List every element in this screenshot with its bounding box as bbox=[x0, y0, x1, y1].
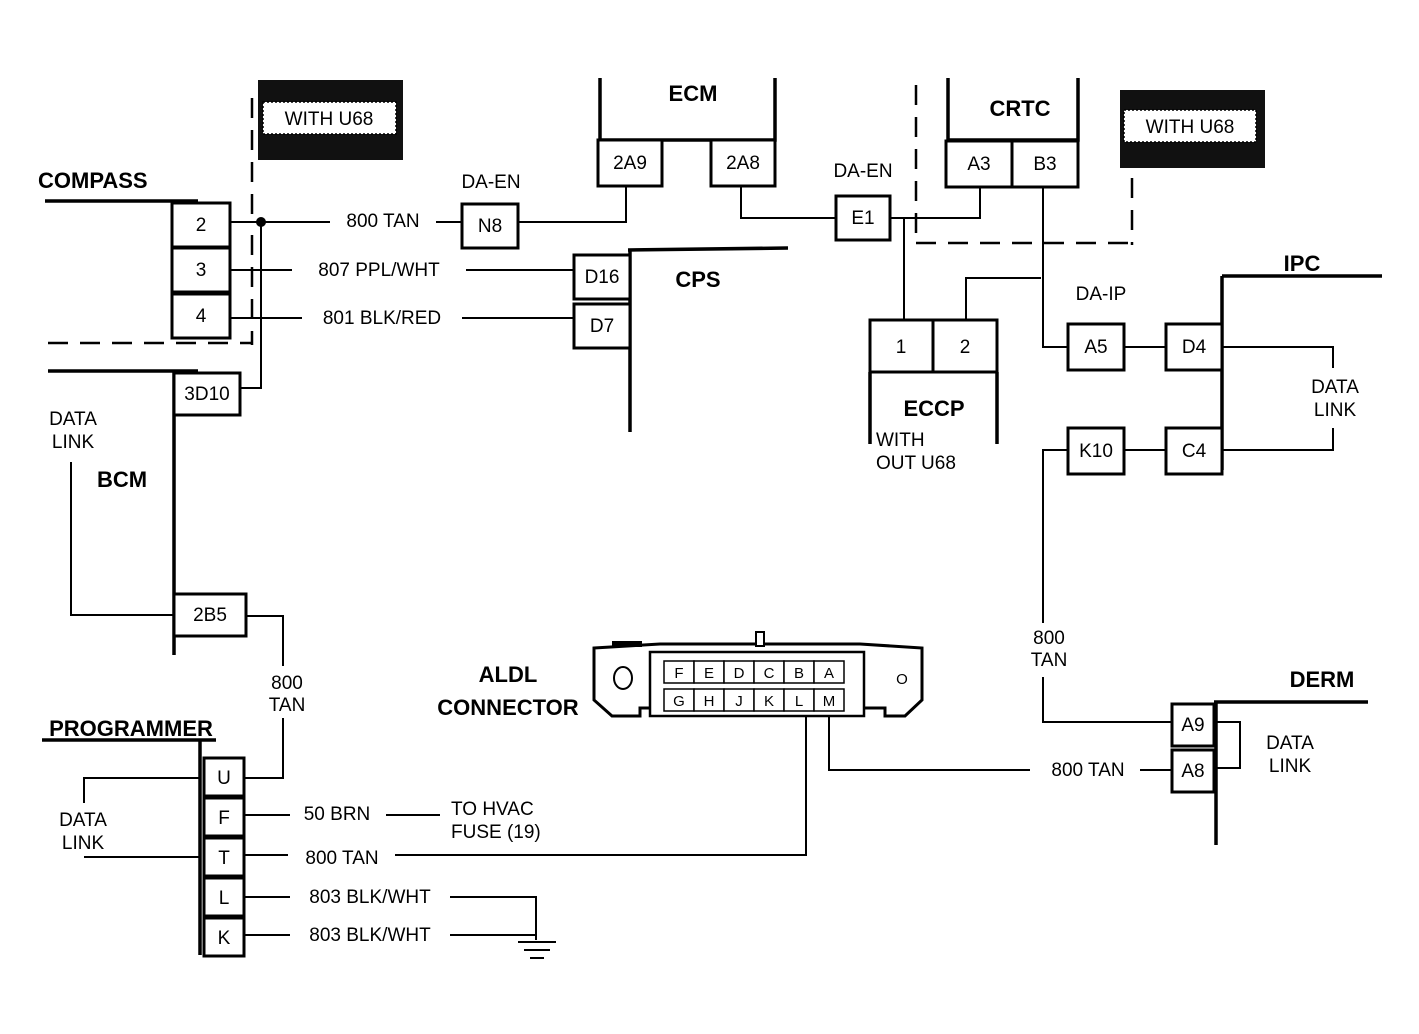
aldl-pin-label: H bbox=[704, 693, 715, 710]
data-link-bcm-2: LINK bbox=[52, 432, 95, 453]
wire-label-50-brn: 50 BRN bbox=[304, 804, 371, 825]
aldl-pin-label: D bbox=[734, 665, 745, 682]
pin-crtc-b3: B3 bbox=[1033, 154, 1056, 175]
data-link-prog-2: LINK bbox=[62, 833, 105, 854]
aldl-pin-grid: F E D C B A G H J K L M bbox=[663, 660, 845, 712]
data-link-derm-2: LINK bbox=[1269, 756, 1312, 777]
aldl-side-label: O bbox=[896, 671, 908, 688]
pin-ecm-2a8: 2A8 bbox=[726, 153, 760, 174]
eccp-note-1: WITH bbox=[876, 430, 925, 451]
module-ipc: IPC bbox=[1284, 251, 1321, 276]
pin-cps-d16: D16 bbox=[585, 267, 620, 288]
pin-cps-d7: D7 bbox=[590, 316, 614, 337]
pin-derm-a9: A9 bbox=[1181, 715, 1204, 736]
aldl-pin-label: B bbox=[794, 665, 804, 682]
pin-ecm-2a9: 2A9 bbox=[613, 153, 647, 174]
aldl-pin-label: F bbox=[674, 665, 683, 682]
option-label-left: WITH U68 bbox=[285, 109, 374, 130]
aldl-pin-cell bbox=[813, 688, 845, 712]
pin-compass-4: 4 bbox=[196, 306, 207, 327]
wire-label-800-derm-2: TAN bbox=[1031, 650, 1068, 671]
wire-label-801: 801 BLK/RED bbox=[323, 308, 441, 329]
aldl-pin-label: K bbox=[764, 693, 774, 710]
pin-e1: E1 bbox=[851, 208, 874, 229]
pin-ipc-c4: C4 bbox=[1182, 441, 1207, 462]
aldl-pin-cell bbox=[813, 660, 845, 684]
aldl-connector-icon: O F E D C B A G H J K L M bbox=[592, 631, 924, 718]
pin-k10: K10 bbox=[1079, 441, 1113, 462]
module-bcm: BCM bbox=[97, 467, 147, 492]
aldl-pin-label: J bbox=[735, 693, 743, 710]
module-aldl-2: CONNECTOR bbox=[437, 695, 578, 720]
pin-bcm-3d10: 3D10 bbox=[184, 384, 229, 405]
ground-icon bbox=[518, 941, 556, 959]
pin-bcm-2b5: 2B5 bbox=[193, 605, 227, 626]
option-label-right: WITH U68 bbox=[1146, 117, 1235, 138]
wire-label-800-derm-1: 800 bbox=[1033, 628, 1065, 649]
wire-label-800-bcm-2: TAN bbox=[269, 695, 306, 716]
wire-label-800-tan-derm: 800 TAN bbox=[1051, 760, 1124, 781]
data-link-ipc-1: DATA bbox=[1311, 377, 1359, 398]
eccp-note-2: OUT U68 bbox=[876, 453, 956, 474]
hvac-label-1: TO HVAC bbox=[451, 799, 534, 820]
wire-label-807: 807 PPL/WHT bbox=[318, 260, 440, 281]
pin-derm-a8: A8 bbox=[1181, 761, 1204, 782]
aldl-pin-label: A bbox=[824, 665, 834, 682]
module-compass: COMPASS bbox=[38, 168, 148, 193]
pin-prog-k: K bbox=[218, 928, 231, 949]
option-box-left: WITH U68 bbox=[258, 80, 403, 160]
hvac-label-2: FUSE (19) bbox=[451, 822, 541, 843]
pin-eccp-1: 1 bbox=[896, 337, 907, 358]
splice-da-en-right: DA-EN bbox=[833, 161, 892, 182]
module-ecm: ECM bbox=[669, 81, 718, 106]
pin-compass-3: 3 bbox=[196, 260, 207, 281]
pin-crtc-a3: A3 bbox=[967, 154, 990, 175]
module-eccp: ECCP bbox=[903, 396, 964, 421]
aldl-pin-label: M bbox=[823, 693, 836, 710]
data-link-derm-1: DATA bbox=[1266, 733, 1314, 754]
aldl-pin-label: G bbox=[673, 693, 685, 710]
module-cps: CPS bbox=[675, 267, 720, 292]
splice-da-ip: DA-IP bbox=[1076, 284, 1127, 305]
pin-prog-u: U bbox=[217, 768, 231, 789]
pin-prog-f: F bbox=[218, 808, 230, 829]
pin-prog-t: T bbox=[218, 848, 230, 869]
data-link-bcm-1: DATA bbox=[49, 409, 97, 430]
pin-compass-2: 2 bbox=[196, 215, 207, 236]
aldl-pin-label: L bbox=[795, 693, 803, 710]
pin-a5: A5 bbox=[1084, 337, 1107, 358]
pin-prog-l: L bbox=[219, 888, 230, 909]
pin-ipc-d4: D4 bbox=[1182, 337, 1207, 358]
wire-label-800-bcm-1: 800 bbox=[271, 673, 303, 694]
pin-eccp-2: 2 bbox=[960, 337, 971, 358]
module-aldl-1: ALDL bbox=[479, 662, 538, 687]
module-derm: DERM bbox=[1290, 667, 1355, 692]
aldl-pin-label: E bbox=[704, 665, 714, 682]
wire-label-803-b: 803 BLK/WHT bbox=[309, 925, 431, 946]
wire-label-800-tan: 800 TAN bbox=[346, 211, 419, 232]
data-link-ipc-2: LINK bbox=[1314, 400, 1357, 421]
wire-label-803-a: 803 BLK/WHT bbox=[309, 887, 431, 908]
aldl-pin-label: C bbox=[764, 665, 775, 682]
pin-n8: N8 bbox=[478, 216, 502, 237]
data-link-prog-1: DATA bbox=[59, 810, 107, 831]
option-box-right: WITH U68 bbox=[1120, 90, 1265, 168]
module-crtc: CRTC bbox=[989, 96, 1050, 121]
module-programmer: PROGRAMMER bbox=[49, 716, 213, 741]
splice-da-en-left: DA-EN bbox=[461, 172, 520, 193]
wire-label-800-tan-prog: 800 TAN bbox=[305, 848, 378, 869]
